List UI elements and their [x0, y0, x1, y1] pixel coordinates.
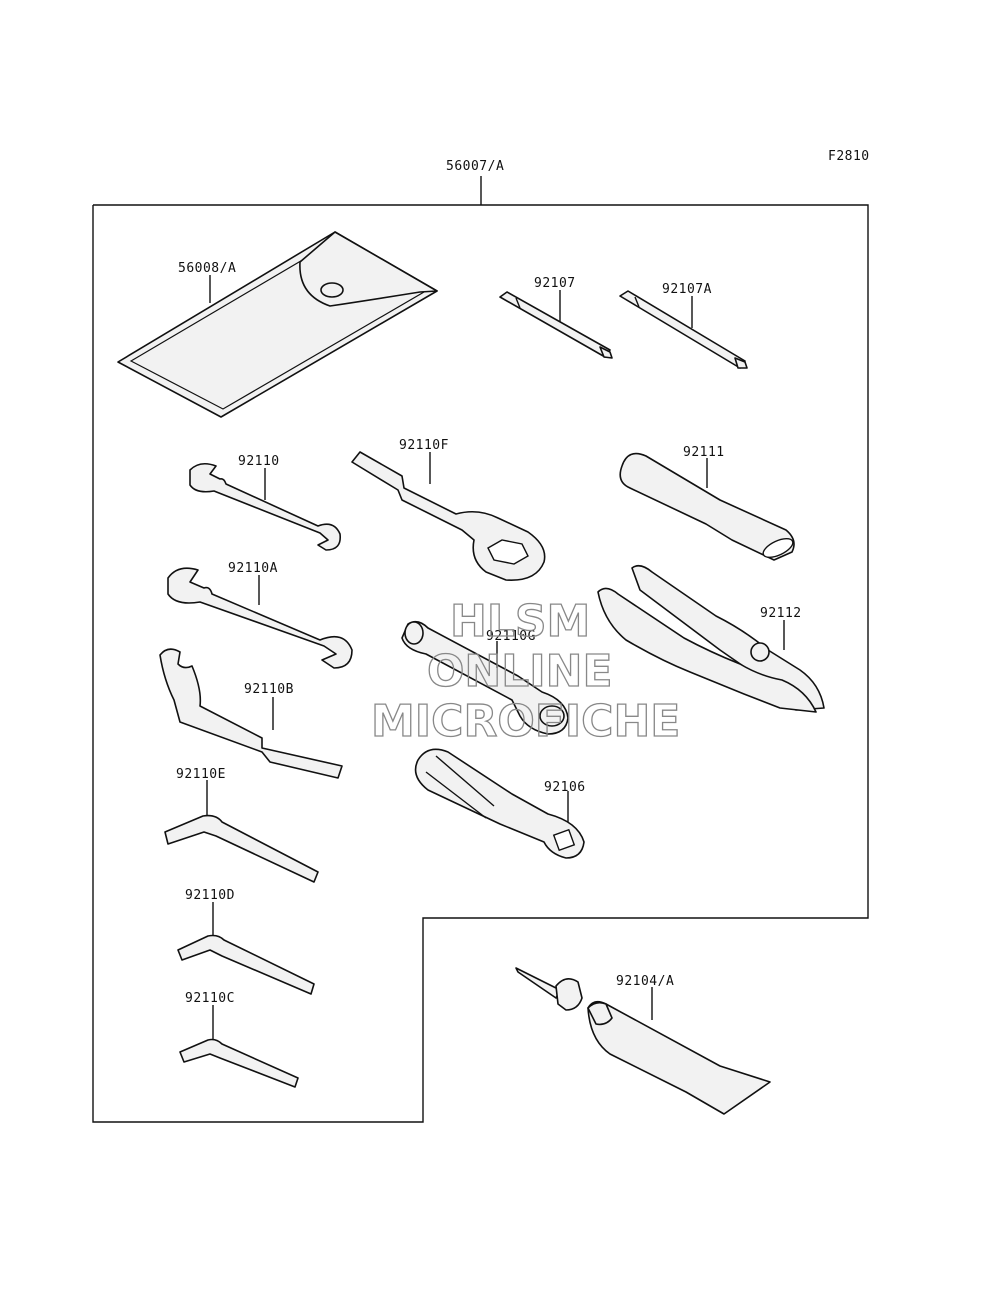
label-screwdriver-bit[interactable]: 92107 [534, 276, 576, 291]
socket-wrench-92110g [401, 620, 569, 735]
screwdriver-grip-92106 [414, 748, 585, 859]
hex-key-92110d [177, 934, 315, 995]
label-wrench[interactable]: 92110 [238, 454, 280, 469]
hook-wrench-92110b [159, 648, 343, 779]
label-pliers[interactable]: 92112 [760, 606, 802, 621]
kit-boundary [92, 176, 869, 1123]
screwdriver-bit-92107 [499, 291, 613, 359]
label-socket-wrench[interactable]: 92110G [486, 629, 536, 644]
tool-bag [117, 231, 438, 418]
label-box-wrench[interactable]: 92110F [399, 438, 449, 453]
label-screwdriver-grip[interactable]: 92106 [544, 780, 586, 795]
label-screwdriver-bit-a[interactable]: 92107A [662, 282, 712, 297]
box-wrench-92110f [351, 451, 546, 581]
label-hook-wrench[interactable]: 92110B [244, 682, 294, 697]
watermark-line1: HLSM [450, 596, 590, 647]
screwdriver-bit-92107a [619, 290, 748, 369]
hex-key-92110e [164, 814, 319, 883]
figure-code: F2810 [828, 149, 870, 164]
watermark-line2: ONLINE [427, 646, 613, 697]
grease-tube-92104a [515, 967, 771, 1115]
label-grease-tube[interactable]: 92104/A [616, 974, 674, 989]
hex-key-92110c [179, 1038, 299, 1088]
watermark: HLSM ONLINE MICROFICHE [370, 595, 681, 747]
label-wrench-a[interactable]: 92110A [228, 561, 278, 576]
watermark-line3: MICROFICHE [371, 696, 680, 747]
label-hex-key-c[interactable]: 92110C [185, 991, 235, 1006]
label-hex-key-d[interactable]: 92110D [185, 888, 235, 903]
wrench-92110a [167, 567, 353, 669]
label-tool-bag[interactable]: 56008/A [178, 261, 236, 276]
label-handle[interactable]: 92111 [683, 445, 725, 460]
pliers-92112 [597, 564, 825, 713]
handle-92111 [619, 452, 795, 561]
label-hex-key-e[interactable]: 92110E [176, 767, 226, 782]
label-tool-kit[interactable]: 56007/A [446, 159, 504, 174]
wrench-92110 [189, 462, 342, 551]
